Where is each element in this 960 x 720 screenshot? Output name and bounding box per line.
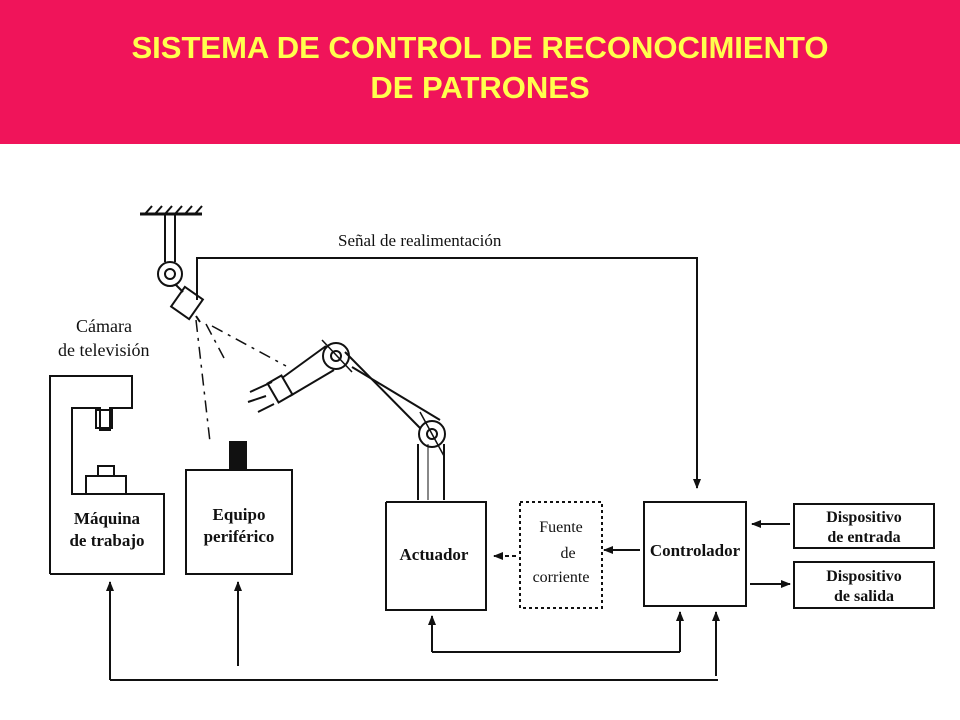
output-device-label-line2: de salida [834,588,894,605]
feedback-signal-line [196,257,701,489]
camera-view-lines [195,319,287,443]
page-title-line1: SISTEMA DE CONTROL DE RECONOCIMIENTO [131,30,829,65]
power-supply-block [519,501,603,609]
input-device-block [793,503,935,549]
power-supply-label-line2: de [560,545,575,562]
controller-block [643,501,747,607]
pattern-recognition-diagram: Señal de realimentación Cámara de televi… [49,205,935,681]
bottom-feedback-lines [106,581,720,681]
peripheral-equipment-block [185,441,293,575]
machine-label-line2: de trabajo [69,531,144,550]
actuator-block [385,501,487,611]
title-banner [0,0,960,144]
page-title-line2: DE PATRONES [370,70,590,105]
work-machine-block [49,375,165,575]
ceiling-mount [140,205,203,262]
actuator-label: Actuador [400,545,469,564]
input-device-label-line2: de entrada [827,529,900,546]
signal-arrows [493,520,791,588]
camera-label-line2: de televisión [58,340,149,360]
page-title: SISTEMA DE CONTROL DE RECONOCIMIENTO DE … [0,28,960,108]
output-device-block [793,561,935,609]
peripheral-label-line2: periférico [204,527,275,546]
controller-label: Controlador [650,541,741,560]
input-device-label-line1: Dispositivo [826,509,902,526]
feedback-signal-label: Señal de realimentación [338,231,502,250]
power-supply-label-line1: Fuente [539,519,583,536]
machine-label-line1: Máquina [74,509,141,528]
camera-label-line1: Cámara [76,316,132,336]
output-device-label-line1: Dispositivo [826,568,902,585]
peripheral-label-line1: Equipo [213,505,266,524]
tv-camera-icon [157,261,205,323]
robot-arm-icon [247,339,446,500]
power-supply-label-line3: corriente [533,569,590,586]
